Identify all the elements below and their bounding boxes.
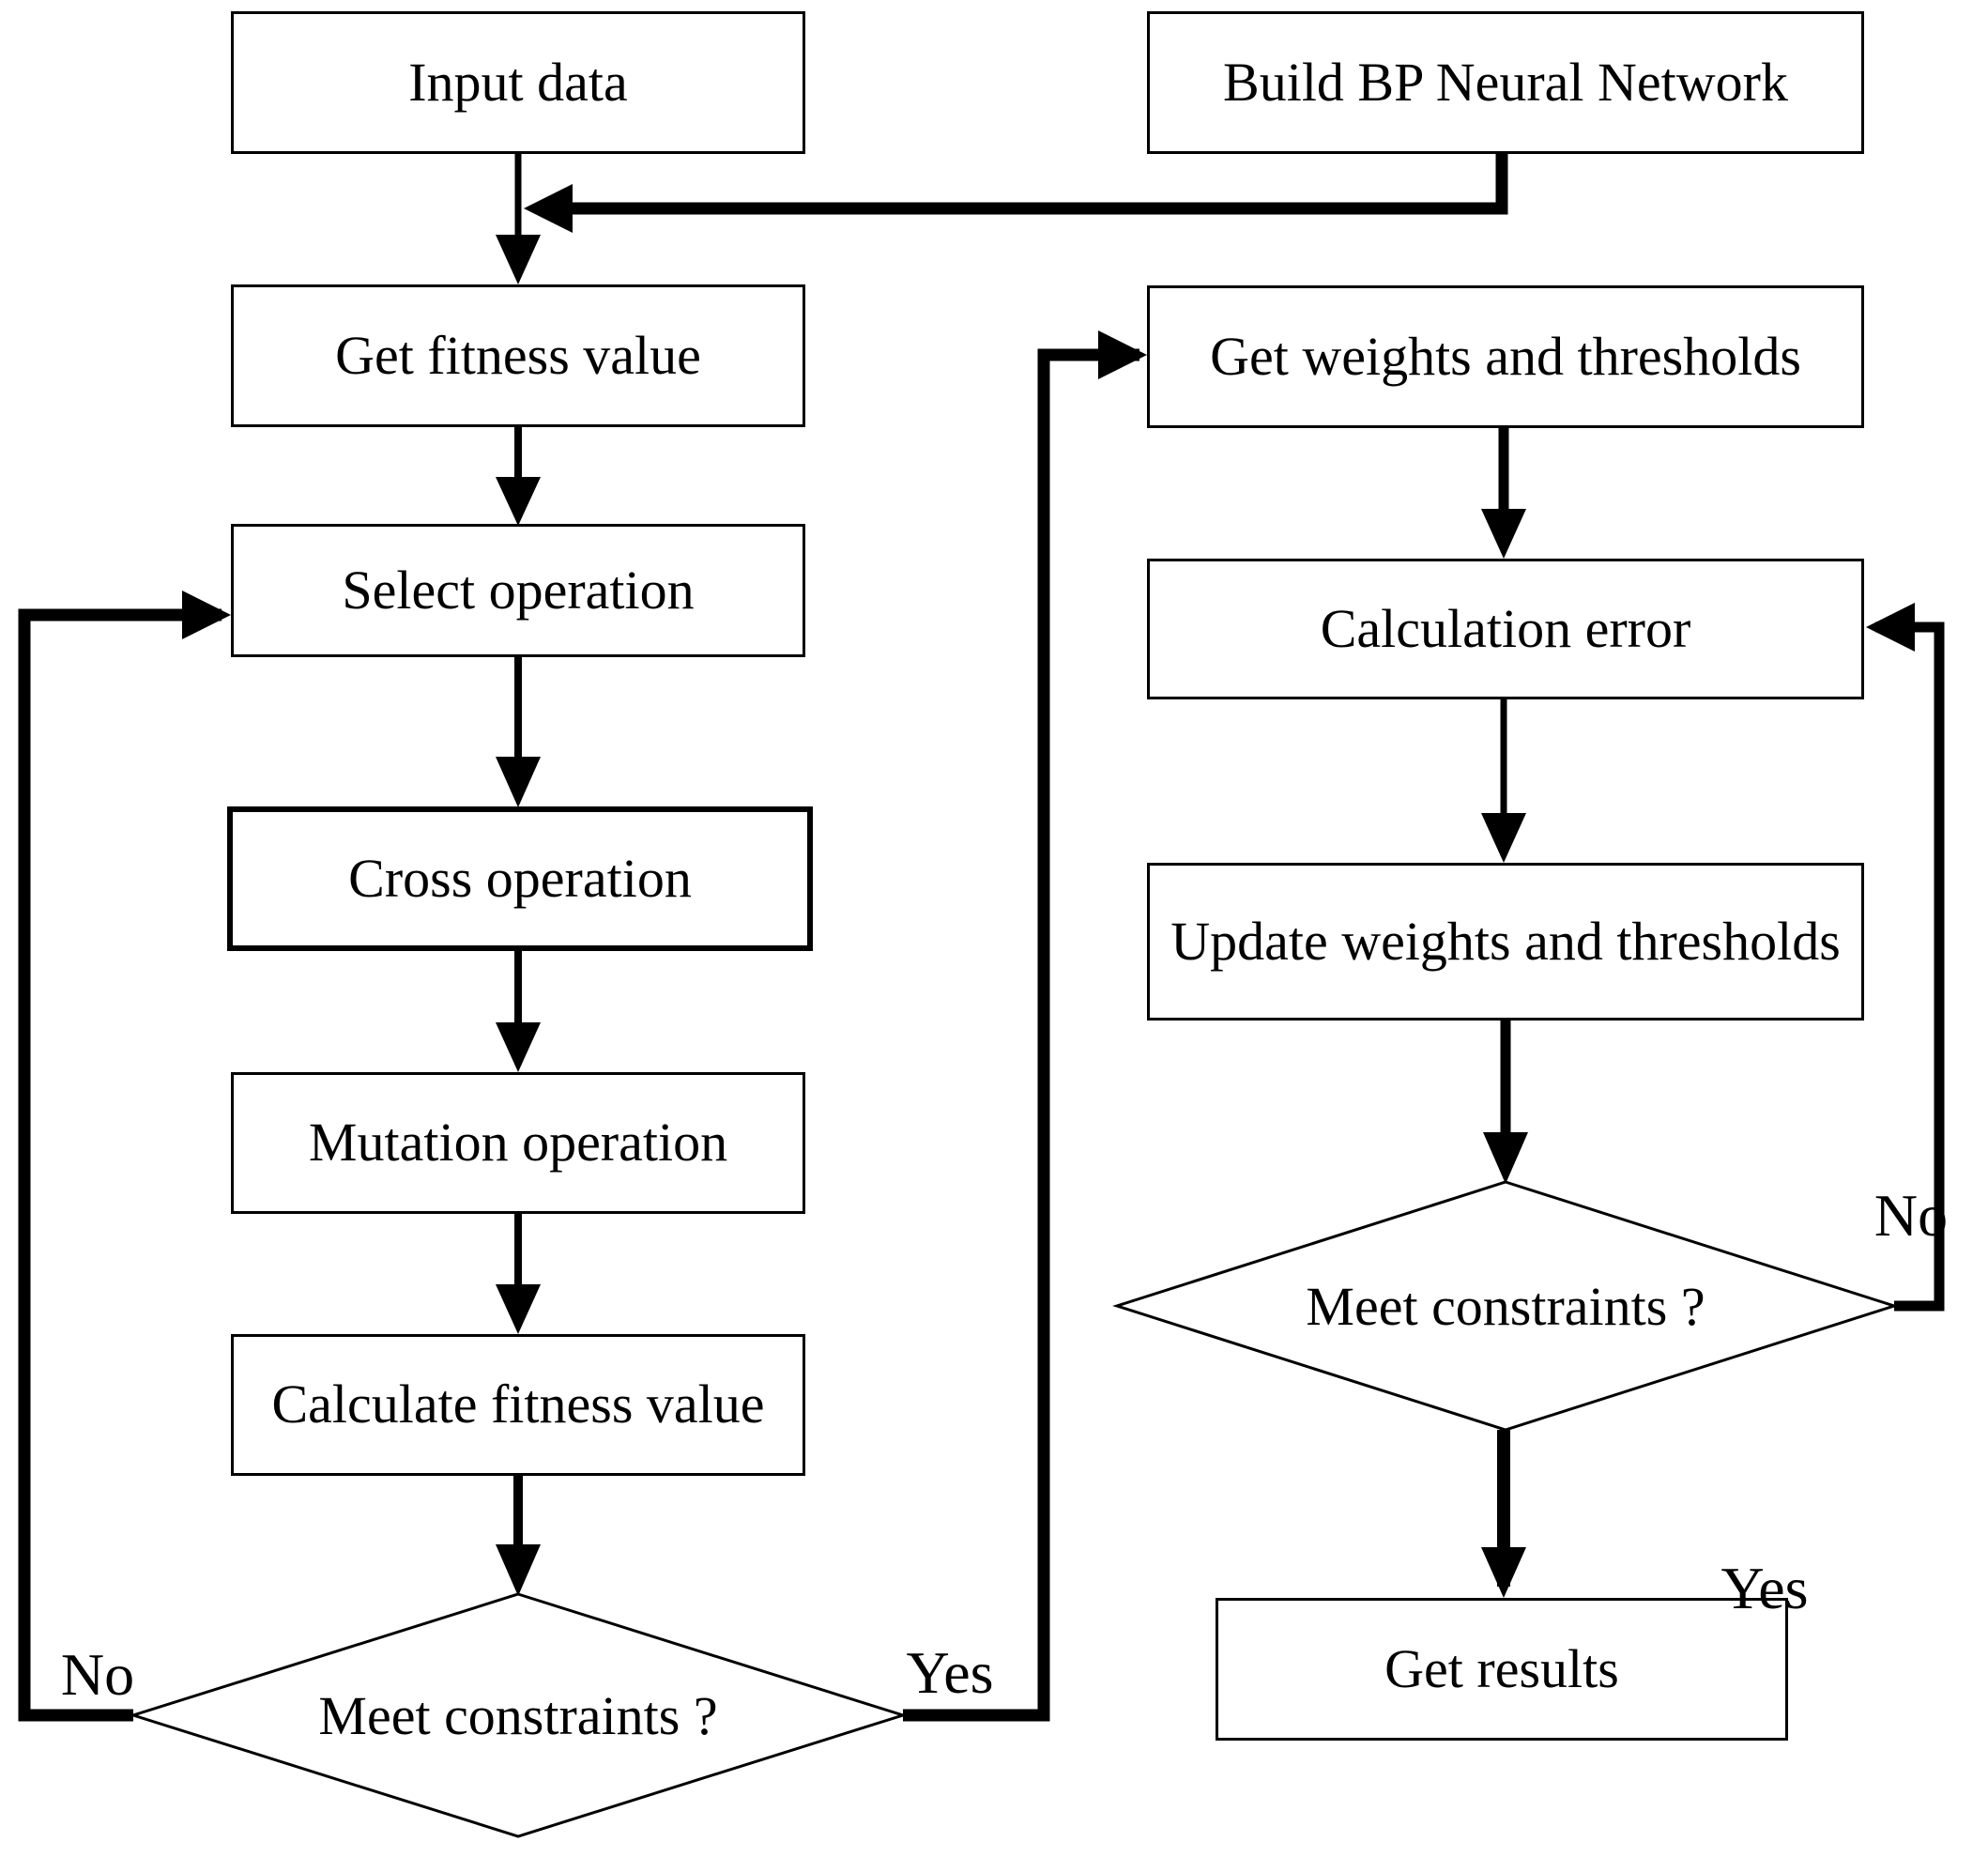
- edge-bp-merge: [571, 154, 1508, 215]
- node-select-operation: Select operation: [231, 524, 805, 657]
- node-get-fitness-label: Get fitness value: [335, 324, 701, 386]
- arrowhead-into-select-loop: [182, 591, 231, 639]
- node-get-weights: Get weights and thresholds: [1147, 285, 1864, 428]
- arrowhead-into-mutation: [496, 1022, 541, 1072]
- node-cross-operation: Cross operation: [227, 806, 813, 951]
- arrowhead-into-calc-error: [1481, 509, 1526, 559]
- node-calculate-fitness-label: Calculate fitness value: [271, 1374, 765, 1435]
- node-get-results: Get results: [1216, 1598, 1788, 1741]
- edge-ga-yes: [903, 348, 1139, 1722]
- node-update-weights-label: Update weights and thresholds: [1170, 910, 1841, 972]
- node-select-operation-label: Select operation: [342, 559, 695, 621]
- arrowhead-into-cross: [496, 757, 541, 807]
- node-get-fitness: Get fitness value: [231, 284, 805, 427]
- arrowhead-into-bp-decision: [1483, 1132, 1528, 1184]
- bp-decision-diamond: [1112, 1180, 1899, 1432]
- node-input-data: Input data: [231, 11, 805, 154]
- arrowhead-into-get-weights: [1098, 330, 1147, 379]
- arrowhead-merge-left: [524, 184, 573, 233]
- arrowhead-into-select: [496, 477, 541, 526]
- bp-no-label: No: [1873, 1182, 1949, 1249]
- bp-yes-label: Yes: [1720, 1555, 1809, 1621]
- node-get-results-label: Get results: [1384, 1637, 1619, 1699]
- arrowhead-into-update: [1481, 813, 1526, 863]
- node-update-weights: Update weights and thresholds: [1147, 863, 1864, 1021]
- arrowhead-into-calc-error-loop: [1866, 603, 1915, 652]
- node-build-bp-network-label: Build BP Neural Network: [1223, 51, 1788, 113]
- ga-no-label: No: [60, 1641, 135, 1708]
- arrowhead-into-get-results: [1481, 1547, 1526, 1598]
- ga-yes-label: Yes: [906, 1639, 994, 1706]
- arrowhead-into-ga-decision: [496, 1544, 541, 1596]
- node-build-bp-network: Build BP Neural Network: [1147, 11, 1864, 154]
- arrowhead-into-get-fitness: [496, 235, 541, 284]
- node-cross-operation-label: Cross operation: [348, 847, 692, 909]
- node-calculation-error: Calculation error: [1147, 559, 1864, 699]
- node-calculate-fitness: Calculate fitness value: [231, 1334, 805, 1476]
- node-mutation-operation-label: Mutation operation: [308, 1112, 728, 1174]
- node-mutation-operation: Mutation operation: [231, 1072, 805, 1214]
- arrowhead-into-calcfitness: [496, 1284, 541, 1334]
- ga-decision-diamond: [129, 1592, 908, 1838]
- node-input-data-label: Input data: [408, 51, 628, 113]
- node-get-weights-label: Get weights and thresholds: [1210, 325, 1801, 387]
- node-calculation-error-label: Calculation error: [1320, 597, 1691, 659]
- edge-ga-no-loop: [18, 608, 222, 1722]
